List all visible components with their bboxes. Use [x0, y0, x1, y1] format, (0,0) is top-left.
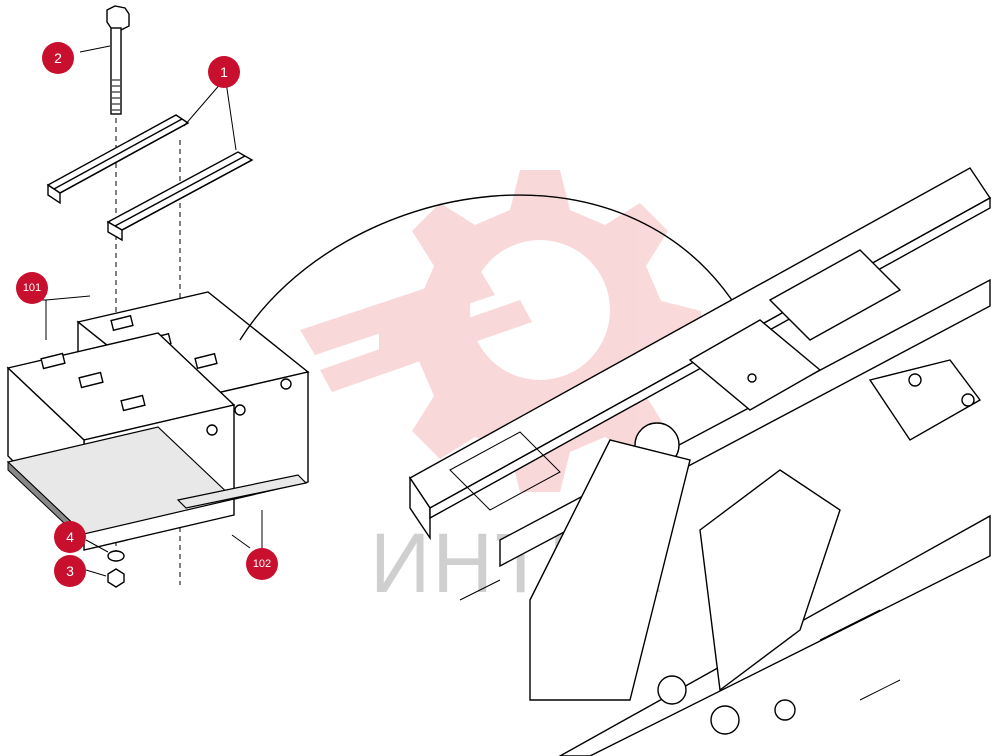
leader-3-4 — [85, 539, 109, 577]
washer — [107, 550, 125, 562]
callout-102: 102 — [246, 548, 278, 580]
clamp-rail-right — [106, 151, 254, 242]
clamp-rail-left — [46, 114, 190, 205]
callout-2-label: 2 — [54, 50, 62, 66]
bolt — [106, 5, 130, 115]
callout-101-label: 101 — [23, 282, 41, 294]
callout-2: 2 — [42, 42, 74, 74]
callout-101: 101 — [16, 272, 48, 304]
callout-102-label: 102 — [253, 558, 271, 570]
leader-102 — [231, 510, 263, 550]
nut — [107, 568, 125, 588]
callout-1: 1 — [208, 56, 240, 88]
battery-pad-rear — [176, 474, 308, 509]
install-arrow — [239, 194, 751, 341]
callout-1-label: 1 — [220, 64, 228, 80]
leader-1 — [183, 81, 237, 151]
callout-3-label: 3 — [66, 563, 74, 579]
chassis-frame — [408, 167, 992, 756]
callout-4: 4 — [54, 521, 86, 553]
leader-2 — [79, 45, 111, 53]
callout-4-label: 4 — [66, 529, 74, 545]
callout-3: 3 — [54, 555, 86, 587]
